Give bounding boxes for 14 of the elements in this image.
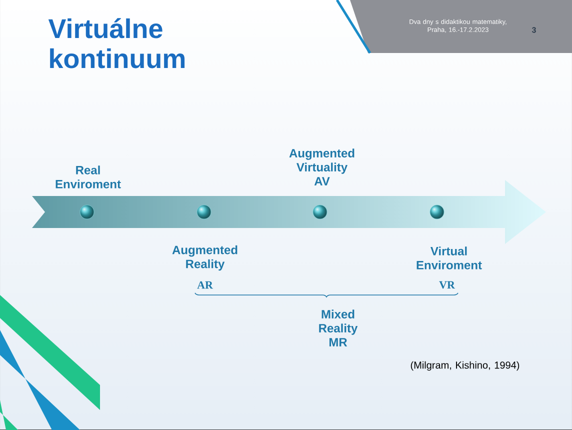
citation: (Milgram, Kishino, 1994) xyxy=(410,361,520,371)
point-label: Augmented Virtuality AV xyxy=(289,148,354,186)
mixed-reality-label: Mixed Reality MR xyxy=(319,310,358,346)
abbreviation: AR xyxy=(197,281,214,289)
abbreviation: VR xyxy=(439,281,456,289)
point-label: Augmented Reality xyxy=(172,245,238,271)
dot xyxy=(312,204,328,220)
dot xyxy=(80,204,94,220)
dot xyxy=(196,204,212,220)
page-number: 3 xyxy=(532,27,536,33)
point-label: Real Enviroment xyxy=(56,166,121,188)
point-label: Virtual Enviroment xyxy=(416,246,482,270)
dot xyxy=(430,204,444,220)
title: Virtuálne kontinuum xyxy=(48,18,185,68)
